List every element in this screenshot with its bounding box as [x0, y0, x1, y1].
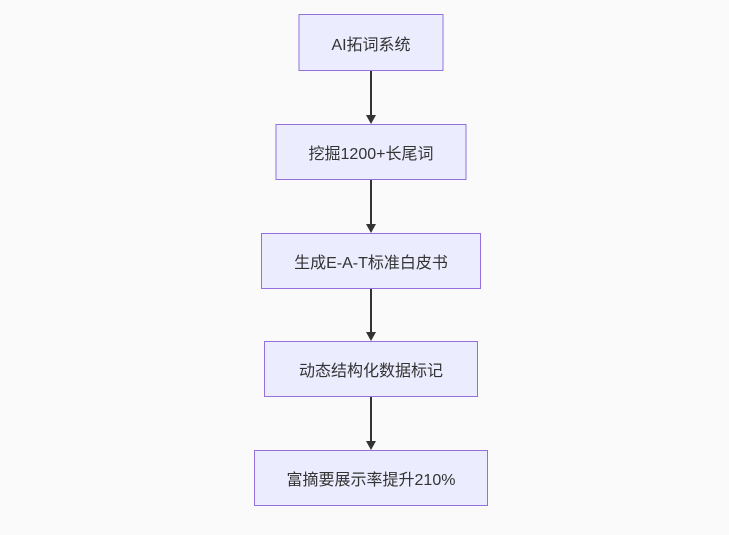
- node-label: 挖掘1200+长尾词: [308, 146, 434, 163]
- flowchart-node-ai-expansion: AI拓词系统: [298, 14, 444, 71]
- flow-arrow-2: [366, 180, 376, 233]
- flow-arrow-4: [366, 397, 376, 450]
- flow-arrow-3: [366, 289, 376, 341]
- arrow-head-icon: [366, 224, 376, 233]
- node-label: 富摘要展示率提升210%: [286, 472, 456, 489]
- flowchart-node-rich-snippet-result: 富摘要展示率提升210%: [254, 450, 488, 506]
- arrow-shaft: [370, 71, 372, 115]
- arrow-head-icon: [366, 441, 376, 450]
- flow-arrow-1: [366, 71, 376, 124]
- flowchart-node-longtail-mining: 挖掘1200+长尾词: [275, 124, 467, 180]
- arrow-shaft: [370, 289, 372, 332]
- flowchart-node-structured-data: 动态结构化数据标记: [264, 341, 478, 397]
- arrow-head-icon: [366, 332, 376, 341]
- node-label: AI拓词系统: [331, 36, 411, 54]
- arrow-shaft: [370, 180, 372, 224]
- arrow-head-icon: [366, 115, 376, 124]
- arrow-shaft: [370, 397, 372, 441]
- flowchart-node-eat-whitepaper: 生成E-A-T标准白皮书: [261, 233, 481, 289]
- node-label: 动态结构化数据标记: [298, 363, 443, 380]
- node-label: 生成E-A-T标准白皮书: [294, 255, 448, 272]
